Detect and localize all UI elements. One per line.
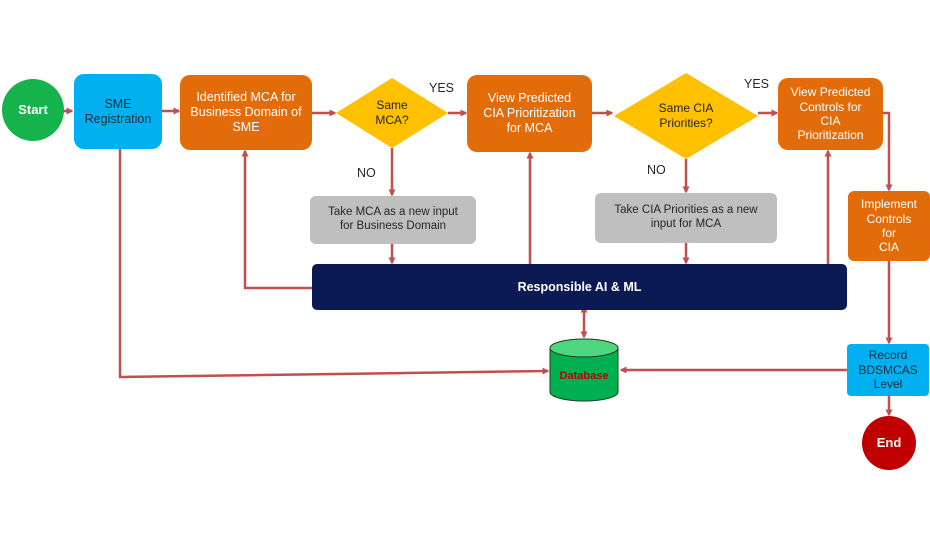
no-label-same-cia: NO <box>647 163 666 177</box>
decision-same-cia-label: Same CIA Priorities? <box>658 101 714 130</box>
implement-controls-box: Implement Controls for CIA <box>848 191 930 261</box>
arrow-view-controls-to-implement <box>883 111 893 192</box>
end-node: End <box>862 416 916 470</box>
database-cylinder: Database <box>549 338 619 402</box>
record-level-box: Record BDSMCAS Level <box>847 344 929 396</box>
arrow-sme-to-database <box>118 149 550 379</box>
decision-same-mca-shape <box>336 78 448 148</box>
start-node: Start <box>2 79 64 141</box>
database-label: Database <box>560 370 609 382</box>
sme-registration-box: SME Registration <box>74 74 162 149</box>
view-cia-prioritization-box: View Predicted CIA Prioritization for MC… <box>467 75 592 152</box>
view-controls-box: View Predicted Controls for CIA Prioriti… <box>778 78 883 150</box>
responsible-ai-bar: Responsible AI & ML <box>312 264 847 310</box>
decision-same-cia-shape <box>614 73 758 159</box>
arrow-responsible-to-identified <box>241 149 312 290</box>
yes-label-same-mca: YES <box>429 81 455 95</box>
identified-mca-box: Identified MCA for Business Domain of SM… <box>180 75 312 150</box>
no-label-same-mca: NO <box>357 166 376 180</box>
yes-label-same-cia: YES <box>744 77 770 91</box>
take-cia-box: Take CIA Priorities as a new input for M… <box>595 193 777 243</box>
take-mca-box: Take MCA as a new input for Business Dom… <box>310 196 476 244</box>
decision-same-mca-label: Same MCA? <box>375 98 409 127</box>
